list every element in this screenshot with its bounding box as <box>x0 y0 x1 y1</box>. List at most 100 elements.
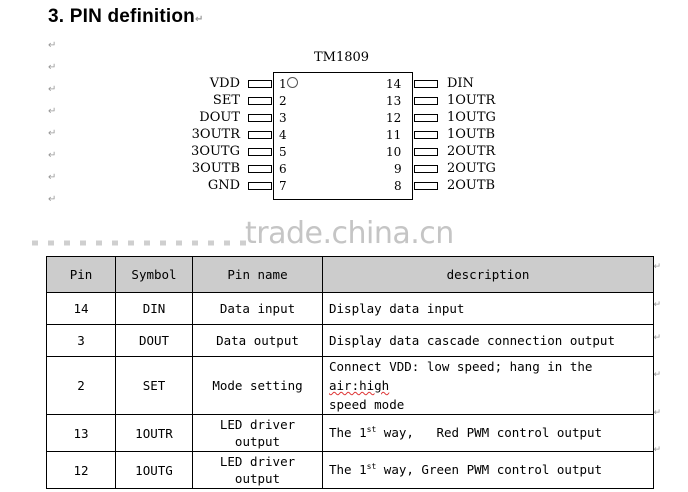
pin-number-left: 2 <box>279 94 287 108</box>
cell-description: Display data cascade connection output <box>322 324 654 357</box>
pin-number-left: 6 <box>279 162 287 176</box>
cell-pin: 14 <box>46 292 116 325</box>
section-heading: 3. PIN definition↵ <box>48 6 204 28</box>
paragraph-mark-icon: ↵ <box>48 150 57 161</box>
spellcheck-text: air:high <box>329 378 390 393</box>
pin-lead <box>414 182 438 190</box>
cell-symbol: SET <box>115 356 193 415</box>
desc-text: way, Green PWM control output <box>376 462 603 478</box>
pin-lead <box>248 80 272 88</box>
cell-pin-name: Mode setting <box>192 356 323 415</box>
paragraph-mark-icon: ↵ <box>194 14 204 25</box>
pin-label-left: VDD <box>209 76 240 91</box>
cell-description: The 1st way, Green PWM control output <box>322 451 654 489</box>
cell-symbol: 1OUTG <box>115 451 193 489</box>
pin-label-left: 3OUTB <box>191 161 240 176</box>
chip-name: TM1809 <box>314 50 370 65</box>
pin-label-right: 2OUTR <box>447 144 496 159</box>
pin-lead <box>414 148 438 156</box>
pin-label-left: 3OUTR <box>191 127 240 142</box>
section-title: PIN definition <box>69 6 195 27</box>
cell-pin: 3 <box>46 324 116 357</box>
pin-number-right: 12 <box>386 111 402 125</box>
pin-lead <box>414 80 438 88</box>
table-row: 14 DIN Data input Display data input <box>46 292 654 325</box>
cell-pin-name: LED driver output <box>192 451 323 489</box>
cell-pin-name: Data output <box>192 324 323 357</box>
table-row: 13 1OUTR LED driver output The 1st way, … <box>46 414 654 452</box>
pin-label-right: DIN <box>447 76 474 91</box>
desc-text: The 1 <box>329 462 367 478</box>
cell-pin-name: Data input <box>192 292 323 325</box>
pin-number-right: 8 <box>394 179 402 193</box>
pin1-indicator-icon <box>287 77 298 88</box>
cell-symbol: DIN <box>115 292 193 325</box>
pin-label-left: DOUT <box>199 110 240 125</box>
cell-pin-name: LED driver output <box>192 414 323 452</box>
cell-symbol: DOUT <box>115 324 193 357</box>
pin-lead <box>248 97 272 105</box>
cell-pin: 12 <box>46 451 116 489</box>
pin-label-right: 2OUTG <box>447 161 496 176</box>
pin-label-right: 2OUTB <box>447 178 496 193</box>
pin-lead <box>414 114 438 122</box>
cell-end-mark-icon: ↵ <box>653 300 661 310</box>
header-pin-name: Pin name <box>192 256 323 293</box>
table-row: 12 1OUTG LED driver output The 1st way, … <box>46 451 654 489</box>
pin-label-right: 1OUTB <box>447 127 496 142</box>
pin-number-right: 11 <box>386 128 402 142</box>
cell-end-mark-icon: ↵ <box>653 370 661 380</box>
pin-number-right: 14 <box>386 77 402 91</box>
pin-number-left: 7 <box>279 179 287 193</box>
pin-lead <box>414 131 438 139</box>
pin-number-right: 9 <box>394 162 402 176</box>
header-symbol: Symbol <box>115 256 193 293</box>
desc-text: way, Red PWM control output <box>376 425 603 441</box>
pin-number-left: 5 <box>279 145 287 159</box>
pin-lead <box>248 148 272 156</box>
pin-description-table: Pin Symbol Pin name description 14 DIN D… <box>46 256 654 489</box>
cell-end-mark-icon: ↵ <box>653 408 661 418</box>
pin-lead <box>248 131 272 139</box>
cell-end-mark-icon: ↵ <box>653 262 661 272</box>
pin-lead <box>414 165 438 173</box>
cell-pin: 13 <box>46 414 116 452</box>
paragraph-mark-icon: ↵ <box>48 128 57 139</box>
cell-description: Connect VDD: low speed; hang in the air:… <box>322 356 654 415</box>
table-row: 3 DOUT Data output Display data cascade … <box>46 324 654 357</box>
pin-label-left: 3OUTG <box>191 144 240 159</box>
pin-label-left: SET <box>212 93 240 108</box>
desc-text: The 1 <box>329 425 367 441</box>
pin-label-right: 1OUTG <box>447 110 496 125</box>
section-number: 3. <box>48 6 65 27</box>
desc-text: Connect VDD: low speed; hang in the <box>329 359 593 374</box>
cell-symbol: 1OUTR <box>115 414 193 452</box>
header-description: description <box>322 256 654 293</box>
paragraph-mark-icon: ↵ <box>48 40 57 51</box>
pin-label-left: GND <box>207 178 240 193</box>
header-pin: Pin <box>46 256 116 293</box>
desc-superscript: st <box>366 425 377 435</box>
cell-pin: 2 <box>46 356 116 415</box>
paragraph-mark-icon: ↵ <box>48 106 57 117</box>
pin-number-right: 10 <box>386 145 402 159</box>
chip-body <box>273 72 413 200</box>
pin-lead <box>248 114 272 122</box>
cell-description: Display data input <box>322 292 654 325</box>
table-header-row: Pin Symbol Pin name description <box>46 256 654 293</box>
pin-number-left: 4 <box>279 128 287 142</box>
pin-lead <box>248 182 272 190</box>
pin-number-right: 13 <box>386 94 402 108</box>
table-row: 2 SET Mode setting Connect VDD: low spee… <box>46 356 654 415</box>
pin-number-left: 3 <box>279 111 287 125</box>
paragraph-mark-icon: ↵ <box>48 172 57 183</box>
watermark: trade.china.cn <box>245 216 454 251</box>
paragraph-mark-icon: ↵ <box>48 84 57 95</box>
cell-description: The 1st way, Red PWM control output <box>322 414 654 452</box>
pin-lead <box>248 165 272 173</box>
paragraph-mark-icon: ↵ <box>48 194 57 205</box>
pin-lead <box>414 97 438 105</box>
desc-superscript: st <box>366 462 377 472</box>
cell-end-mark-icon: ↵ <box>653 445 661 455</box>
dotted-separator <box>32 240 252 246</box>
